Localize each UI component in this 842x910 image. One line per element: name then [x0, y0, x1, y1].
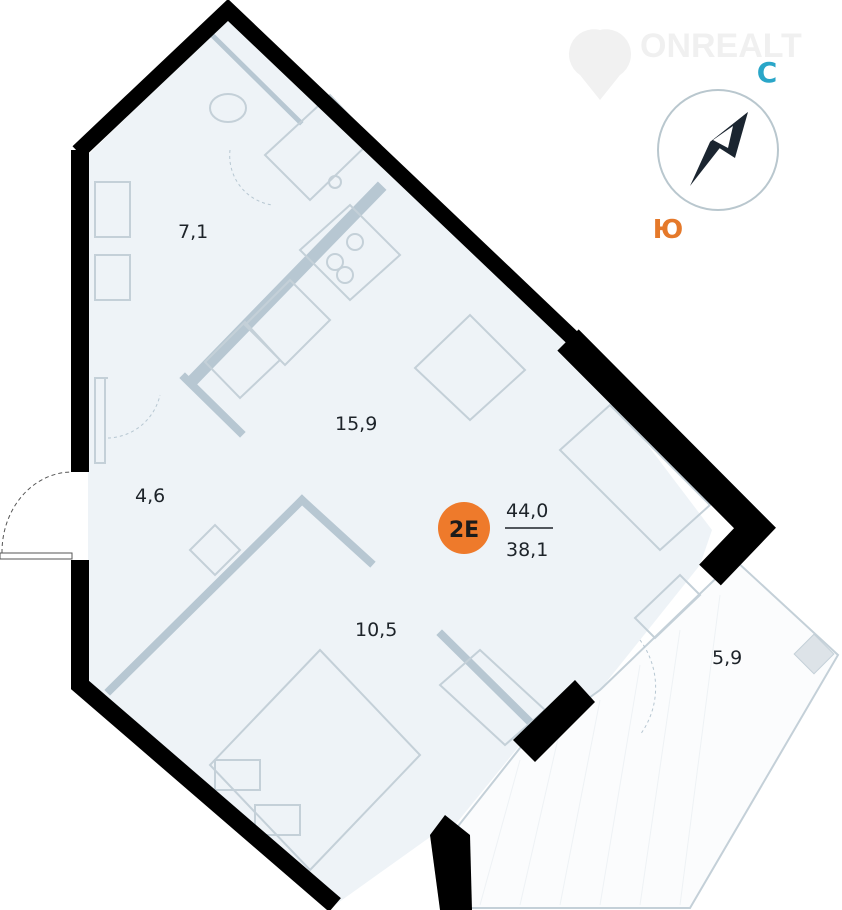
- toilet: [209, 93, 247, 123]
- room-area-bedroom: 10,5: [355, 619, 397, 641]
- living-area: 38,1: [506, 539, 548, 561]
- sofa: [558, 403, 712, 552]
- sink: [94, 181, 131, 238]
- room-area-hallway: 4,6: [135, 485, 165, 507]
- room-area-bathroom: 7,1: [178, 221, 208, 243]
- compass-south-label: Ю: [653, 215, 684, 245]
- total-area: 44,0: [506, 500, 548, 522]
- balcony-column: [793, 633, 835, 675]
- apartment-floor: [88, 18, 712, 905]
- compass-north-label: С: [757, 56, 778, 89]
- room-area-balcony: 5,9: [712, 647, 742, 669]
- svg-text:ONREALT: ONREALT: [640, 27, 802, 65]
- washer: [94, 254, 131, 301]
- compass: [657, 89, 779, 211]
- walls: [71, 0, 776, 910]
- stove: [298, 203, 402, 302]
- entrance-door[interactable]: [0, 471, 73, 560]
- hall-cabinet: [188, 523, 242, 577]
- fridge: [203, 320, 282, 400]
- balcony-window: [633, 573, 702, 640]
- apartment-type-label: 2E: [449, 518, 479, 543]
- dining-table: [413, 313, 527, 422]
- room-area-kitchen-living: 15,9: [335, 413, 377, 435]
- watermark: ONREALT: [568, 27, 802, 100]
- apartment-type-badge: [438, 502, 490, 554]
- balcony-floor: [453, 558, 840, 909]
